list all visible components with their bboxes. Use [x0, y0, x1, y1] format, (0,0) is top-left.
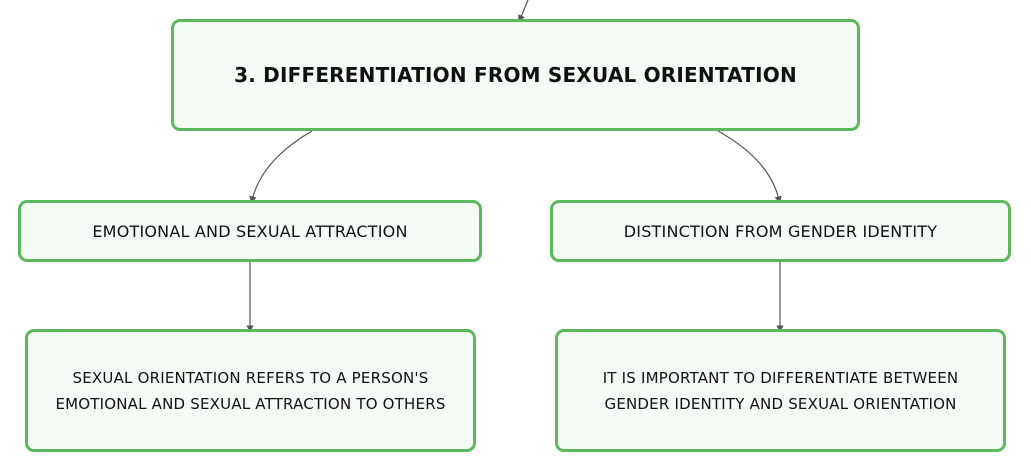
detail-node-gender-identity[interactable]: IT IS IMPORTANT TO DIFFERENTIATE BETWEEN… [555, 329, 1006, 452]
connector-incoming-root [518, 0, 529, 23]
branch-node-label: DISTINCTION FROM GENDER IDENTITY [623, 221, 938, 241]
root-node-label: 3. DIFFERENTIATION FROM SEXUAL ORIENTATI… [234, 63, 797, 87]
connector-root-to-right-branch [717, 130, 782, 204]
detail-node-text: IT IS IMPORTANT TO DIFFERENTIATE BETWEEN… [602, 368, 959, 413]
branch-node-gender-identity[interactable]: DISTINCTION FROM GENDER IDENTITY [550, 200, 1011, 262]
branch-node-label: EMOTIONAL AND SEXUAL ATTRACTION [92, 221, 408, 241]
detail-node-emotional-attraction[interactable]: SEXUAL ORIENTATION REFERS TO A PERSON'S … [25, 329, 476, 452]
branch-node-emotional-attraction[interactable]: EMOTIONAL AND SEXUAL ATTRACTION [18, 200, 482, 262]
root-node[interactable]: 3. DIFFERENTIATION FROM SEXUAL ORIENTATI… [171, 19, 860, 131]
connector-root-to-left-branch [249, 130, 313, 204]
detail-node-text: SEXUAL ORIENTATION REFERS TO A PERSON'S … [55, 368, 446, 413]
